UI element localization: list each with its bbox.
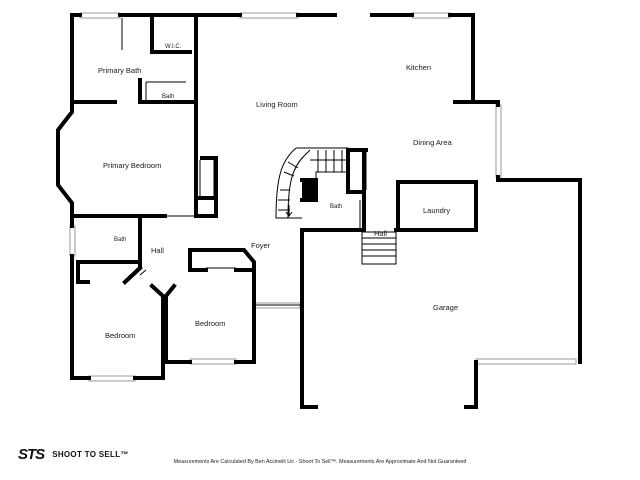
measurement-disclaimer: Measurements Are Calculated By Ben Accin… bbox=[173, 459, 467, 465]
label-bath-center: Bath bbox=[330, 204, 342, 210]
label-living-room: Living Room bbox=[256, 100, 298, 109]
label-wic: W.I.C. bbox=[165, 44, 182, 50]
logo-mark: STS bbox=[18, 445, 45, 463]
label-garage: Garage bbox=[433, 303, 458, 312]
logo-text: SHOOT TO SELL™ bbox=[52, 449, 129, 459]
label-hall-right: Hall bbox=[374, 229, 387, 238]
label-hall-left: Hall bbox=[151, 246, 164, 255]
label-primary-bath: Primary Bath bbox=[98, 66, 141, 75]
label-bedroom-left: Bedroom bbox=[105, 331, 135, 340]
windows bbox=[69, 12, 577, 382]
room-labels: W.I.C. Primary Bath Bath Living Room Kit… bbox=[98, 44, 458, 340]
label-bedroom-right: Bedroom bbox=[195, 319, 225, 328]
label-dining-area: Dining Area bbox=[413, 138, 453, 147]
walls bbox=[56, 13, 582, 409]
label-bath-left: Bath bbox=[114, 237, 126, 243]
fixtures bbox=[121, 18, 397, 306]
label-bath-upper: Bath bbox=[162, 94, 174, 100]
label-kitchen: Kitchen bbox=[406, 63, 431, 72]
label-laundry: Laundry bbox=[423, 206, 450, 215]
label-primary-bedroom: Primary Bedroom bbox=[103, 161, 161, 170]
brand-logo: STS SHOOT TO SELL™ bbox=[18, 445, 129, 463]
label-foyer: Foyer bbox=[251, 241, 271, 250]
